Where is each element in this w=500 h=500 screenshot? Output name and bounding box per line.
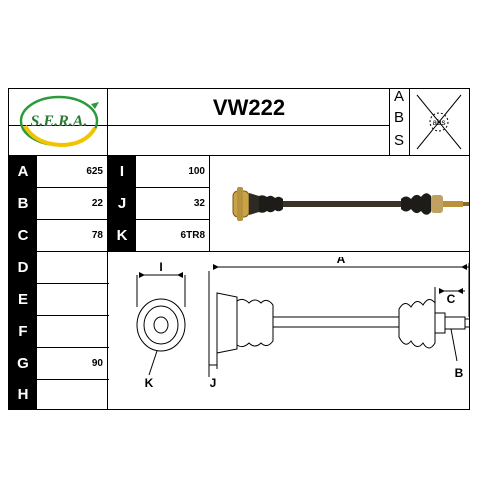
no-abs-badge: abs [416,94,462,150]
spec-value-i: 100 [188,166,205,177]
divider [9,315,109,316]
divider [107,89,108,409]
spec-value-c: 78 [91,230,103,241]
abs-letter: B [393,109,404,126]
dim-label-b: B [455,366,464,380]
spec-label-k: K [108,220,136,251]
drive-shaft-photo [232,187,469,221]
spec-label-d: D [9,252,37,283]
logo-text: S.E.R.A. [31,113,88,130]
abs-letter: A [393,88,404,105]
spec-label-f: F [9,316,37,347]
divider [209,251,469,252]
divider [9,125,109,126]
product-sheet: S.E.R.A. VW222 A B S abs A B C D E F G H… [8,88,470,410]
dim-label-k: K [145,376,154,390]
flange-outline [136,298,186,352]
abs-letter: S [393,132,404,149]
dimension-diagram: I A C K J B [136,257,470,390]
divider [9,187,209,188]
spec-value-j: 32 [193,198,205,209]
abs-badge-text: abs [433,118,446,127]
divider [9,347,109,348]
divider [9,155,469,156]
divider [9,379,109,380]
spec-label-a: A [9,156,37,187]
dim-label-j: J [210,376,217,390]
divider [209,155,210,251]
divider [389,89,390,155]
divider [9,283,109,284]
divider [9,251,209,252]
spec-value-a: 625 [86,166,103,177]
spec-label-h: H [9,380,37,409]
sera-logo: S.E.R.A. [19,95,99,148]
divider [9,219,209,220]
spec-value-b: 22 [91,198,103,209]
spec-label-b: B [9,188,37,219]
part-number: VW222 [212,95,286,120]
spec-label-i: I [108,156,136,187]
spec-label-c: C [9,220,37,251]
spec-value-g: 90 [91,358,103,369]
divider [107,125,389,126]
dim-label-a: A [337,257,346,266]
dim-label-i: I [159,260,162,274]
divider [409,89,410,155]
spec-label-j: J [108,188,136,219]
spec-label-e: E [9,284,37,315]
dim-label-c: C [447,292,456,306]
spec-label-g: G [9,348,37,379]
spec-value-k: 6TR8 [180,230,205,241]
